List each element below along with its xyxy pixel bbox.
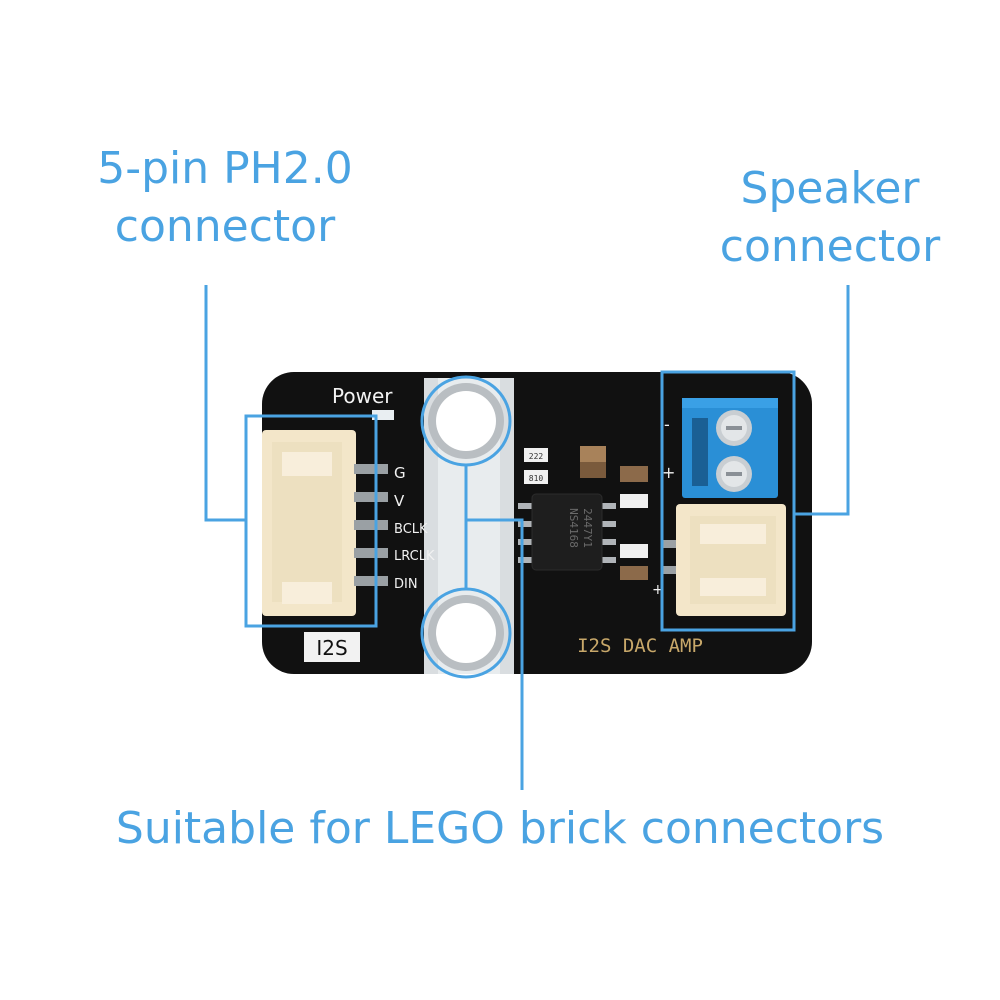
power-label: Power (332, 384, 393, 408)
module-label-box (304, 632, 360, 662)
amplifier-chip: NS4168 2447Y1 (518, 493, 616, 571)
speaker-plus-label: + (652, 582, 664, 598)
product-label: I2S DAC AMP (577, 635, 703, 657)
speaker-connector-callout-line-1: Speaker (740, 163, 920, 214)
chip-marking-line-2: 2447Y1 (581, 508, 594, 548)
mounting-hole-bottom (428, 595, 504, 671)
speaker-leader (794, 285, 850, 516)
callout-lines (204, 285, 850, 790)
resistor (620, 494, 648, 508)
pin-connector-leader (204, 285, 246, 522)
lego-callout: Suitable for LEGO brick connectors (0, 800, 1000, 858)
resistor-810: 810 (524, 470, 548, 484)
ph2-connector (262, 430, 388, 616)
speaker-ph-connector (662, 504, 786, 616)
pin-label-bclk: BCLK (394, 522, 428, 537)
pin-label-g: G (394, 464, 406, 482)
speaker-connector-callout: Speaker connector (700, 160, 960, 276)
resistor-222: 222 (524, 448, 548, 462)
speaker-highlight-box (660, 370, 796, 632)
pin-connector-callout: 5-pin PH2.0 connector (60, 140, 390, 256)
power-led (372, 410, 394, 420)
svg-text:810: 810 (529, 474, 544, 483)
pin-label-din: DIN (394, 577, 418, 592)
pin-label-v: V (394, 492, 405, 510)
pin-label-lrclk: LRCLK (394, 549, 435, 564)
chip-marking-line-1: NS4168 (567, 508, 580, 548)
capacitor (620, 566, 648, 580)
speaker-connector-callout-line-2: connector (719, 221, 941, 272)
capacitor (580, 446, 606, 462)
speaker-screw-terminal (682, 398, 778, 498)
module-label: I2S (316, 636, 347, 660)
capacitor-shadow (580, 462, 606, 478)
resistor (620, 544, 648, 558)
svg-text:222: 222 (529, 452, 544, 461)
pin-connector-highlight-box (244, 414, 378, 628)
lego-callout-text: Suitable for LEGO brick connectors (115, 803, 885, 854)
pin-connector-callout-line-2: connector (114, 201, 336, 252)
terminal-plus-label: + (662, 463, 675, 482)
terminal-minus-label: - (664, 415, 670, 434)
lego-leader (466, 518, 524, 790)
capacitor (620, 466, 648, 482)
mounting-hole-top (428, 383, 504, 459)
pin-connector-callout-line-1: 5-pin PH2.0 (97, 143, 353, 194)
